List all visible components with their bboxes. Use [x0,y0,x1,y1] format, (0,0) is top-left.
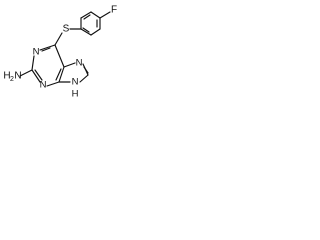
fluorophenyl-bond-3 [90,28,101,36]
purine-ring-bond-3 [31,69,41,83]
imidazole-bond-3 [79,74,89,83]
fluorophenyl-bond-6 [80,11,92,19]
amine-bond [19,69,33,77]
imidazole-bond-1 [63,62,76,68]
purine-double-bond-2 [34,69,43,81]
fluorophenyl-double-bond-3 [83,14,91,20]
molecule-structure: F S N N N N H H 2 N [0,0,128,119]
fluorophenyl-bond-4 [80,28,92,36]
purine-ring-bond-4 [46,81,60,87]
amine-hydrogen-label: H [3,71,10,82]
fluorine-label: F [111,5,117,16]
purine-ring-bond-6 [54,44,65,68]
nh-nitrogen-label: N [72,77,79,88]
amine-nitrogen-label: N [14,71,21,82]
sulfur-label: S [63,24,70,35]
purine-ring-bond-2 [31,55,35,71]
amine-subscript-label: 2 [10,76,14,83]
purine-double-bond-1 [41,47,51,52]
fluorophenyl-double-bond-2 [82,27,90,33]
nh-hydrogen-label: H [72,89,79,100]
purine-ring-bond-5 [58,66,65,83]
imidazole-nitrogen-label: N [76,58,83,69]
ring-nitrogen-bottom-label: N [40,80,47,91]
imidazole-double-bond [83,66,89,74]
sulfur-to-purine-bond [54,32,63,46]
purine-ring-bond-1 [39,44,56,51]
purine-double-bond-3 [55,68,62,81]
fluorophenyl-bond-1 [90,11,101,19]
ring-nitrogen-top-label: N [33,47,40,58]
molecule-diagram: F S N N N N H H 2 N [3,5,117,100]
fluorine-bond [99,11,111,19]
